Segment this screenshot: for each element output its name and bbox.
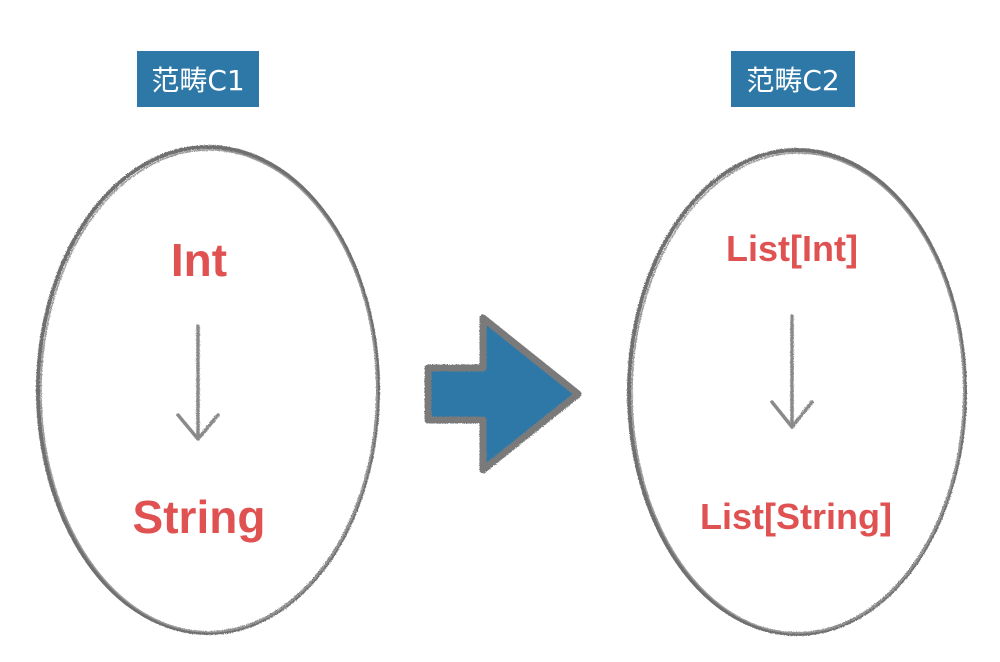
category-c2-ellipse xyxy=(627,148,967,636)
functor-arrow-icon xyxy=(424,314,582,474)
c1-source-type: Int xyxy=(170,234,228,286)
c2-source-type: List[Int] xyxy=(726,228,858,269)
c1-target-type: String xyxy=(132,491,266,543)
category-c1-label: 范畴C1 xyxy=(137,51,259,107)
c2-target-type: List[String] xyxy=(700,496,892,537)
category-c2-label: 范畴C2 xyxy=(731,51,855,107)
category-c1-ellipse xyxy=(36,145,380,635)
morphism-arrow-icon xyxy=(770,314,814,429)
morphism-arrow-icon xyxy=(176,324,220,441)
